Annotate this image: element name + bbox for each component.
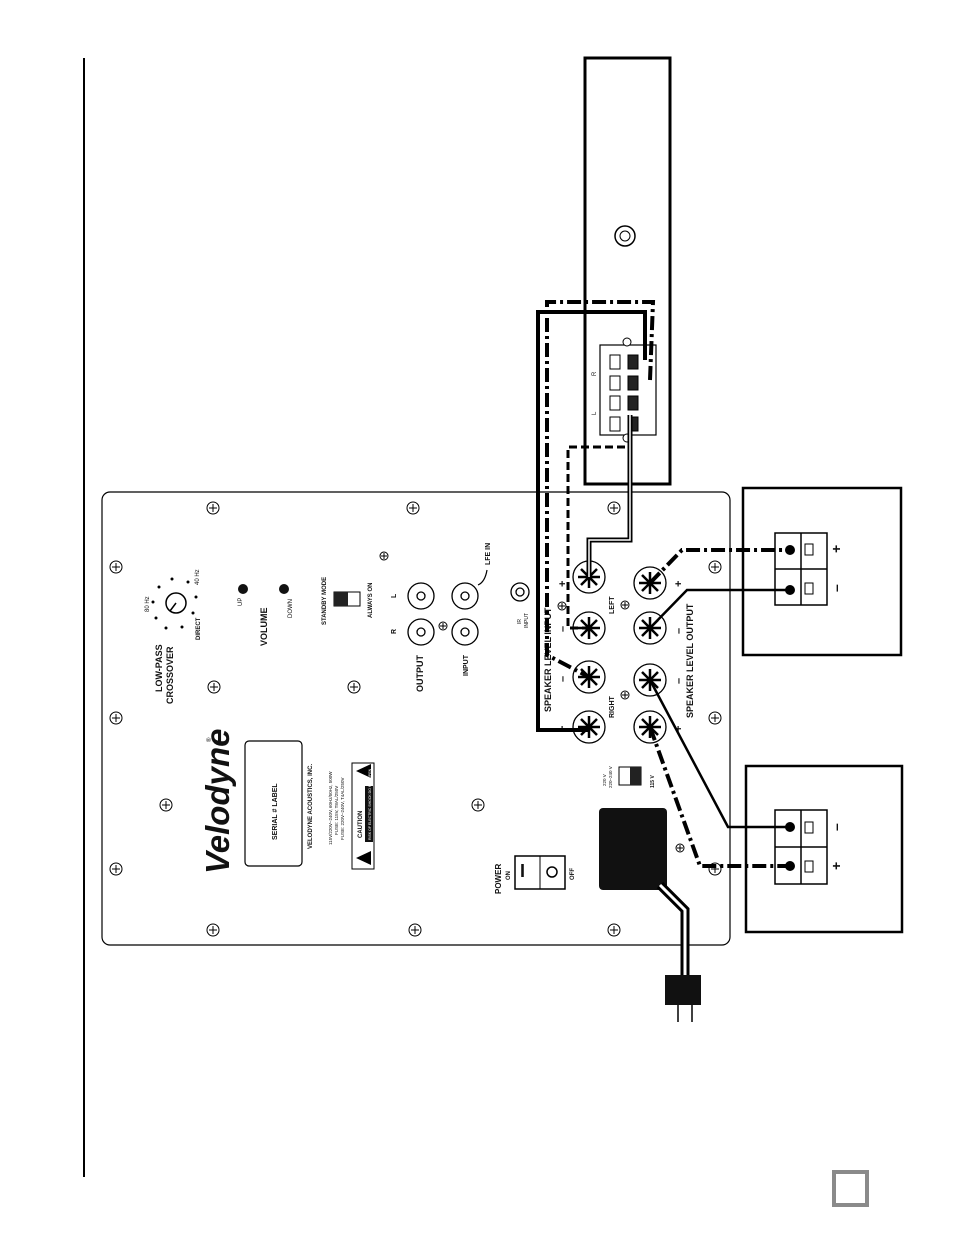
right-speaker-plus: + — [828, 862, 844, 870]
serial-label-box — [244, 740, 303, 867]
receiver-label-l: L — [592, 411, 598, 415]
screw-icon — [206, 501, 220, 515]
input-right-label: RIGHT — [609, 696, 616, 719]
volume-down-label: DOWN — [288, 599, 294, 618]
right-speaker-minus: – — [828, 823, 844, 831]
lfe-in-label: LFE IN — [485, 543, 492, 565]
caution-title: CAUTION — [358, 811, 364, 838]
volume-up-button — [238, 584, 248, 594]
ratings-line-3: FUSE: 220V–240V, T4AL/250V — [340, 777, 345, 840]
screw-icon — [708, 711, 722, 725]
power-plug-icon — [665, 975, 701, 1005]
registered-mark: ® — [206, 737, 213, 742]
caution-text: RISK OF ELECTRIC SHOCK DO NOT OPEN — [368, 768, 372, 840]
output-r-label: R — [391, 629, 398, 634]
warning-triangle-icon — [356, 764, 371, 778]
screw-icon — [620, 690, 630, 700]
always-on-label: ALWAYS ON — [368, 583, 374, 618]
ratings-line-1: 115V/220V–240V, 60Hz/50Hz, 500W — [328, 771, 333, 845]
power-cord — [656, 881, 701, 1022]
standby-switch: STANDBY MODE ALWAYS ON — [322, 577, 374, 625]
power-on-mark: I — [520, 861, 525, 881]
left-speaker-box: + – — [741, 486, 903, 657]
input-left-minus-sign: – — [557, 626, 569, 632]
screw-icon — [109, 711, 123, 725]
ir-label-1: IR — [517, 619, 523, 624]
output-right-minus-sign: – — [673, 678, 685, 684]
ir-label-2: INPUT — [524, 613, 530, 628]
volume-up-label: UP — [238, 598, 244, 606]
output-title: OUTPUT — [415, 655, 425, 693]
output-right-plus-sign: + — [673, 726, 685, 732]
warning-triangle-icon — [356, 851, 371, 865]
rca-jacks — [407, 582, 530, 646]
power-off-label: OFF — [570, 868, 576, 880]
crossover-direct: DIRECT — [196, 617, 202, 640]
crossover-40hz: 40 Hz — [195, 569, 201, 585]
speaker-level-input-title: SPEAKER LEVEL INPUT — [543, 607, 553, 712]
panel-screws — [109, 501, 722, 937]
screw-icon — [207, 680, 221, 694]
crossover-title-2: CROSSOVER — [165, 646, 175, 704]
rca-input-lfe — [451, 582, 479, 610]
power-switch: I POWER ON OFF — [494, 855, 576, 894]
left-speaker-plus: + — [828, 545, 844, 553]
voltage-220-240: 220–240 V — [608, 766, 613, 788]
speaker-level-output-title: SPEAKER LEVEL OUTPUT — [685, 603, 695, 718]
receiver-label-r: R — [592, 371, 598, 376]
power-on-label: ON — [506, 871, 512, 880]
screw-icon — [708, 560, 722, 574]
input-right-minus-sign: – — [557, 676, 569, 682]
caution-label: CAUTION RISK OF ELECTRIC SHOCK DO NOT OP… — [351, 762, 375, 870]
screw-icon — [379, 551, 389, 561]
company-name: VELODYNE ACOUSTICS, INC. — [308, 764, 314, 849]
screw-icon — [408, 923, 422, 937]
crossover-control: 80 Hz 40 Hz DIRECT LOW-PASS CROSSOVER — [145, 569, 202, 704]
screw-icon — [557, 601, 567, 611]
right-speaker-box: – + — [744, 764, 904, 934]
ratings-line-2: FUSE: 115V, T8AL/250V — [334, 786, 339, 835]
screw-icon — [206, 923, 220, 937]
amplifier-heatsink — [599, 808, 667, 890]
screw-icon — [109, 560, 123, 574]
volume-control: UP DOWN VOLUME — [238, 584, 294, 646]
screw-icon — [347, 680, 361, 694]
volume-title: VOLUME — [259, 607, 269, 646]
velodyne-logo: Velodyne — [199, 729, 236, 875]
left-speaker-minus: – — [828, 584, 844, 592]
power-title: POWER — [494, 864, 503, 894]
screw-icon — [159, 798, 173, 812]
input-title: INPUT — [463, 654, 470, 676]
page-number-box — [832, 1170, 869, 1207]
ir-input-jack — [510, 582, 530, 602]
output-left-plus-sign: + — [673, 581, 685, 587]
rca-input-r — [451, 618, 479, 646]
serial-label-text: SERIAL # LABEL — [272, 783, 279, 840]
screw-icon — [607, 501, 621, 515]
crossover-title-1: LOW-PASS — [154, 644, 164, 692]
voltage-selector: 220 V 220–240 V 115 V — [602, 766, 656, 788]
screw-icon — [675, 843, 685, 853]
input-left-label: LEFT — [609, 596, 616, 614]
input-left-plus-sign: + — [557, 581, 569, 587]
speaker-wires — [536, 300, 795, 871]
screw-icon — [471, 798, 485, 812]
rca-output-l — [407, 582, 435, 610]
screw-icon — [438, 621, 448, 631]
screw-icon — [406, 501, 420, 515]
voltage-220: 220 V — [602, 774, 607, 786]
rca-output-r — [407, 618, 435, 646]
output-l-label: L — [391, 593, 398, 598]
output-left-minus-sign: – — [673, 628, 685, 634]
screw-icon — [607, 923, 621, 937]
volume-down-button — [279, 584, 289, 594]
input-right-plus-post — [572, 710, 606, 744]
voltage-115: 115 V — [650, 775, 656, 788]
screw-icon — [620, 600, 630, 610]
screw-icon — [109, 862, 123, 876]
crossover-80hz: 80 Hz — [145, 596, 151, 612]
standby-mode-label: STANDBY MODE — [322, 577, 328, 625]
